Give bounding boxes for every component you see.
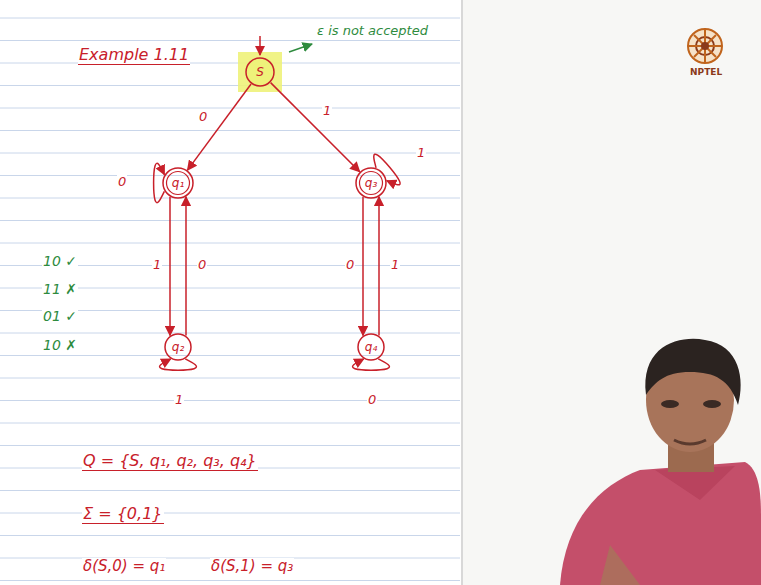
logo-text: NPTEL bbox=[689, 68, 723, 78]
state-circle: q₃ bbox=[355, 167, 387, 199]
state-circle: q₂ bbox=[164, 333, 192, 361]
note-text: Example 1.11 bbox=[78, 46, 190, 65]
lecturer-figure bbox=[560, 339, 761, 585]
state-name: q₁ bbox=[172, 177, 184, 189]
state-name: q₂ bbox=[172, 341, 184, 353]
transition-symbol: 0 bbox=[345, 258, 355, 272]
state-name: q₃ bbox=[365, 177, 377, 189]
transition-symbol: 0 bbox=[198, 110, 208, 124]
transition-symbol: 0 bbox=[197, 258, 207, 272]
page-edge bbox=[461, 0, 463, 585]
note-text: Σ = {0,1} bbox=[82, 505, 164, 524]
note-text: 10 ✓ bbox=[42, 254, 78, 269]
note-text: δ(S,0) = q₁ bbox=[82, 558, 166, 575]
state-circle: q₄ bbox=[357, 333, 385, 361]
note-text: 10 ✗ bbox=[42, 338, 78, 353]
transition-symbol: 1 bbox=[152, 258, 162, 272]
transition-symbol: 1 bbox=[174, 393, 184, 407]
transition-arrow bbox=[271, 83, 360, 172]
note-arrow bbox=[289, 44, 312, 52]
paper bbox=[0, 0, 462, 585]
transition-arrow bbox=[188, 84, 252, 170]
nptel-logo bbox=[688, 29, 722, 63]
transition-symbol: 1 bbox=[416, 146, 426, 160]
state-name: q₄ bbox=[365, 341, 377, 353]
transition-symbol: 0 bbox=[367, 393, 377, 407]
note-text: δ(S,1) = q₃ bbox=[210, 558, 294, 575]
transition-symbol: 1 bbox=[322, 104, 332, 118]
transition-arrow bbox=[378, 197, 380, 336]
state-circle: S bbox=[245, 57, 275, 87]
note-text: ε is not accepted bbox=[316, 24, 429, 38]
state-name: S bbox=[256, 66, 264, 78]
note-text: 11 ✗ bbox=[42, 282, 78, 297]
transition-arrow bbox=[362, 197, 364, 336]
ruled-lines bbox=[0, 18, 460, 581]
transition-symbol: 1 bbox=[390, 258, 400, 272]
transition-arrow bbox=[185, 197, 187, 336]
transition-symbol: 0 bbox=[117, 175, 127, 189]
state-circle: q₁ bbox=[162, 167, 194, 199]
note-text: Q = {S, q₁, q₂, q₃, q₄} bbox=[82, 452, 258, 471]
note-text: 01 ✓ bbox=[42, 309, 78, 324]
transition-arrow bbox=[169, 197, 171, 336]
start-arrow bbox=[259, 36, 261, 55]
highlight bbox=[238, 52, 282, 92]
